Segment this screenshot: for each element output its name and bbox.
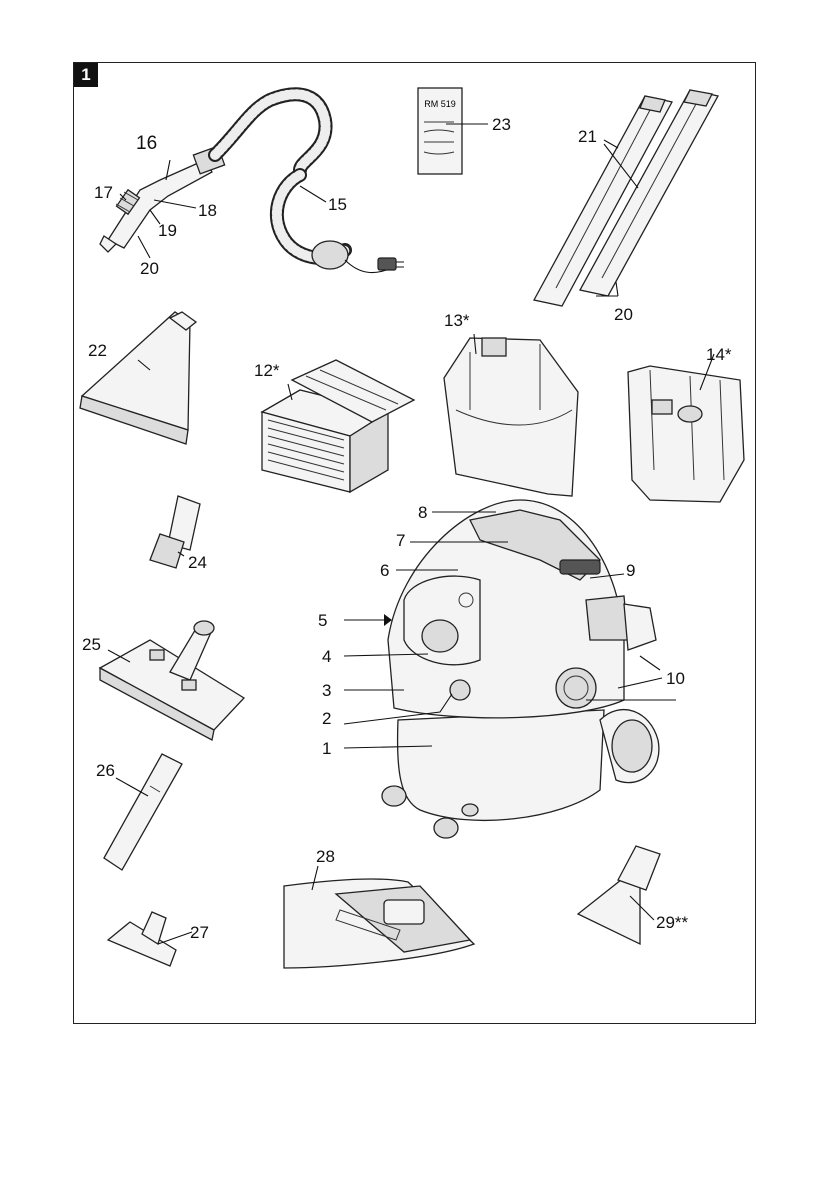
floor-nozzle-illustration [98, 620, 246, 741]
label-4: 4 [322, 647, 332, 666]
label-1: 1 [322, 739, 332, 758]
vacuum-cleaner-illustration [381, 499, 660, 839]
label-12: 12* [254, 361, 280, 380]
label-24: 24 [188, 553, 207, 572]
cartridge-filter-illustration [260, 359, 416, 494]
label-25: 25 [82, 635, 101, 654]
label-16: 16 [136, 133, 158, 154]
label-23: 23 [492, 115, 511, 134]
label-13: 13* [444, 311, 470, 330]
hand-nozzle-illustration [576, 845, 661, 946]
suction-hose-illustration [208, 87, 404, 274]
label-21: 21 [578, 127, 597, 146]
manual-card-illustration [417, 87, 463, 175]
label-2: 2 [322, 709, 332, 728]
label-9: 9 [626, 561, 636, 580]
crevice-nozzle-illustration [103, 753, 183, 871]
filter-bag-illustration [283, 878, 476, 969]
container-insert-illustration [443, 337, 579, 497]
label-3: 3 [322, 681, 332, 700]
label-20-handle: 20 [140, 259, 159, 278]
upholstery-nozzle-illustration [79, 311, 198, 445]
label-8: 8 [418, 503, 428, 522]
label-20-tubes: 20 [614, 305, 633, 324]
suction-tubes-illustration [533, 89, 719, 307]
label-28: 28 [316, 847, 335, 866]
label-27: 27 [190, 923, 209, 942]
label-18: 18 [198, 201, 217, 220]
label-26: 26 [96, 761, 115, 780]
manual-card-text: RM 519 [424, 99, 456, 109]
label-22: 22 [88, 341, 107, 360]
label-10: 10 [666, 669, 685, 688]
label-19: 19 [158, 221, 177, 240]
label-29: 29** [656, 913, 689, 932]
figure-frame [73, 62, 756, 1024]
label-7: 7 [396, 531, 406, 550]
leader-lines [107, 123, 715, 945]
label-15: 15 [328, 195, 347, 214]
label-14: 14* [706, 345, 732, 364]
label-17: 17 [94, 183, 113, 202]
figure-number-badge: 1 [74, 63, 98, 87]
label-6: 6 [380, 561, 390, 580]
upholstery-brush-illustration [106, 911, 177, 967]
label-5: 5 [318, 611, 328, 630]
dirt-container-illustration [627, 365, 745, 503]
adapter-illustration [149, 495, 201, 569]
